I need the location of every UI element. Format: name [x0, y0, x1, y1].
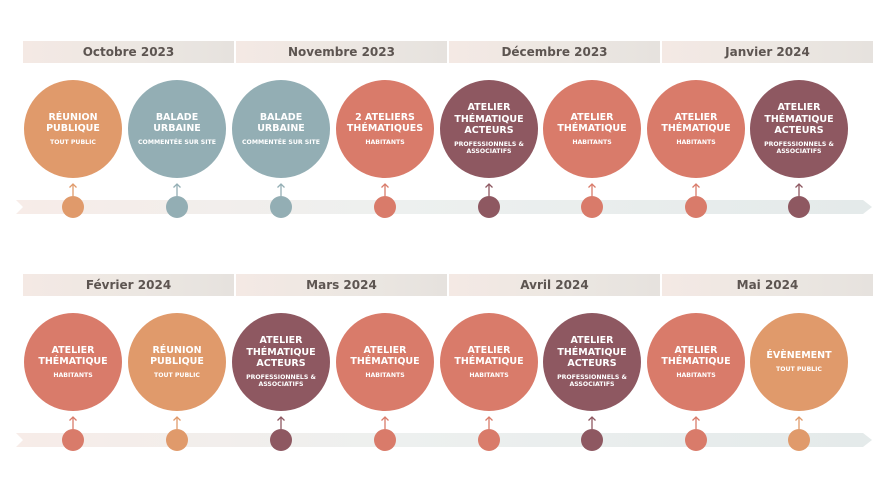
timeline-dot [62, 196, 84, 218]
timeline-dot [270, 429, 292, 451]
event-circle-atelier-thematique: Atelier thématiqueHabitants [24, 313, 122, 411]
timeline-dot [62, 429, 84, 451]
arrow-up-icon [485, 183, 493, 196]
arrow-up-icon [795, 183, 803, 196]
month-label-fevrier-2024: Février 2024 [23, 274, 234, 296]
timeline-track [16, 433, 872, 447]
timeline-dot [685, 196, 707, 218]
timeline-dot [374, 429, 396, 451]
event-audience: Professionnels & associatifs [764, 140, 834, 156]
arrow-up-icon [69, 416, 77, 429]
event-circle-atelier-thematique: Atelier thématiqueHabitants [336, 313, 434, 411]
arrow-up-icon [795, 416, 803, 429]
event-title: Atelier thématique [350, 344, 420, 368]
event-audience: Habitants [365, 138, 405, 146]
month-label-mai-2024: Mai 2024 [662, 274, 873, 296]
arrow-up-icon [277, 416, 285, 429]
month-label-janvier-2024: Janvier 2024 [662, 41, 873, 63]
arrow-up-icon [381, 416, 389, 429]
event-circle-balade-urbaine: Balade urbaineCommentée sur site [232, 80, 330, 178]
event-audience: Professionnels & associatifs [454, 140, 524, 156]
event-circle-atelier-thematique: Atelier thématiqueHabitants [647, 313, 745, 411]
event-audience: Commentée sur site [242, 138, 320, 146]
arrow-up-icon [588, 416, 596, 429]
event-audience: Habitants [53, 371, 93, 379]
arrow-up-icon [692, 416, 700, 429]
event-circle-atelier-thematique: Atelier thématiqueHabitants [647, 80, 745, 178]
event-circle-reunion-publique: Réunion publiqueTout public [24, 80, 122, 178]
event-title: Réunion publique [46, 111, 100, 135]
timeline-dot [374, 196, 396, 218]
event-circle-atelier-thematique-acteurs: Atelier thématique acteursProfessionnels… [232, 313, 330, 411]
event-title: Atelier thématique acteurs [557, 335, 627, 370]
event-circle-atelier-thematique: Atelier thématiqueHabitants [543, 80, 641, 178]
event-title: Balade urbaine [153, 111, 201, 135]
event-title: Atelier thématique acteurs [454, 102, 524, 137]
event-audience: Habitants [365, 371, 405, 379]
timeline-dot [166, 429, 188, 451]
event-circle-atelier-thematique-acteurs: Atelier thématique acteursProfessionnels… [440, 80, 538, 178]
month-label-novembre-2023: Novembre 2023 [236, 41, 447, 63]
event-title: Atelier thématique acteurs [246, 335, 316, 370]
arrow-up-icon [588, 183, 596, 196]
event-circle-atelier-thematique: Atelier thématiqueHabitants [440, 313, 538, 411]
timeline-dot [581, 429, 603, 451]
arrow-up-icon [277, 183, 285, 196]
event-circle-balade-urbaine: Balade urbaineCommentée sur site [128, 80, 226, 178]
timeline-track [16, 200, 872, 214]
event-title: Atelier thématique acteurs [764, 102, 834, 137]
timeline-dot [478, 429, 500, 451]
event-title: Atelier thématique [661, 344, 731, 368]
event-audience: Habitants [469, 371, 509, 379]
event-circle-2-ateliers-thematiques: 2 ateliers thématiquesHabitants [336, 80, 434, 178]
month-label-mars-2024: Mars 2024 [236, 274, 447, 296]
event-title: Atelier thématique [454, 344, 524, 368]
event-circle-atelier-thematique-acteurs: Atelier thématique acteursProfessionnels… [543, 313, 641, 411]
event-title: Réunion publique [150, 344, 204, 368]
arrow-up-icon [173, 416, 181, 429]
event-title: Atelier thématique [557, 111, 627, 135]
timeline-dot [581, 196, 603, 218]
timeline-dot [685, 429, 707, 451]
event-circle-reunion-publique: Réunion publiqueTout public [128, 313, 226, 411]
month-label-avril-2024: Avril 2024 [449, 274, 660, 296]
month-label-octobre-2023: Octobre 2023 [23, 41, 234, 63]
event-title: Balade urbaine [257, 111, 305, 135]
event-audience: Tout public [776, 365, 822, 373]
timeline-dot [270, 196, 292, 218]
timeline-dot [478, 196, 500, 218]
event-title: Atelier thématique [661, 111, 731, 135]
arrow-up-icon [692, 183, 700, 196]
event-title: 2 ateliers thématiques [346, 111, 424, 135]
event-audience: Commentée sur site [138, 138, 216, 146]
arrow-up-icon [69, 183, 77, 196]
timeline-dot [788, 196, 810, 218]
event-title: Évènement [766, 350, 832, 362]
event-audience: Professionnels & associatifs [557, 373, 627, 389]
event-audience: Habitants [676, 138, 716, 146]
arrow-up-icon [173, 183, 181, 196]
event-audience: Habitants [572, 138, 612, 146]
arrow-up-icon [485, 416, 493, 429]
event-audience: Tout public [50, 138, 96, 146]
event-audience: Tout public [154, 371, 200, 379]
arrow-up-icon [381, 183, 389, 196]
month-label-decembre-2023: Décembre 2023 [449, 41, 660, 63]
timeline-dot [788, 429, 810, 451]
event-title: Atelier thématique [38, 344, 108, 368]
event-circle-atelier-thematique-acteurs: Atelier thématique acteursProfessionnels… [750, 80, 848, 178]
event-audience: Habitants [676, 371, 716, 379]
event-audience: Professionnels & associatifs [246, 373, 316, 389]
timeline-dot [166, 196, 188, 218]
event-circle-evenement: ÉvènementTout public [750, 313, 848, 411]
